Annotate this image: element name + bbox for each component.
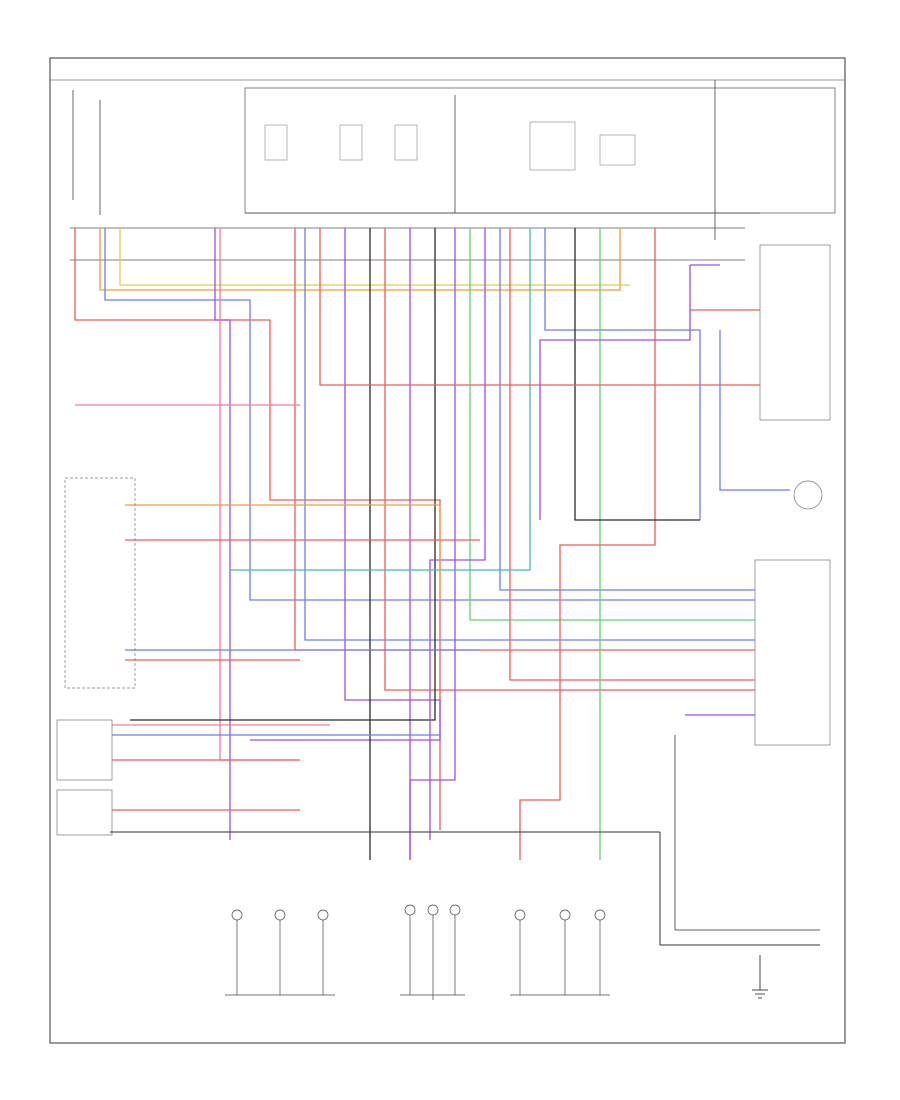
black-wire	[130, 228, 436, 721]
violet-wire	[539, 265, 691, 520]
blue-wire	[544, 228, 701, 520]
fuse-block	[244, 87, 836, 214]
diagram-frame	[49, 57, 846, 1044]
blue-wire	[304, 228, 755, 641]
ground-symbol	[752, 955, 768, 999]
green-wire	[469, 228, 755, 621]
lamp-group-2	[400, 904, 465, 1000]
lamp-group-1	[225, 909, 335, 996]
violet-wire	[409, 228, 456, 860]
wire-group	[74, 228, 790, 860]
instrument-panel-gauge	[793, 480, 823, 510]
violet-wire	[214, 228, 231, 840]
right-switch-upper	[759, 244, 831, 421]
red-wire	[519, 228, 656, 860]
red-wire	[509, 228, 755, 681]
lamp-group-3	[510, 909, 610, 996]
red-wire	[319, 228, 760, 386]
red-wire	[294, 228, 755, 651]
connector-row	[70, 227, 745, 261]
light-sensor	[56, 719, 113, 781]
relay-2	[339, 124, 363, 161]
relay-4	[529, 121, 576, 171]
violet-wire	[429, 228, 486, 840]
right-switch-mid	[754, 559, 831, 746]
relay-5	[599, 134, 636, 166]
relay-1	[264, 124, 288, 161]
blue-wire	[499, 228, 755, 591]
orange-wire	[99, 228, 621, 291]
orange-wire	[125, 504, 441, 600]
relay-3	[394, 124, 418, 161]
pink-wire	[219, 228, 300, 761]
teal-wire	[230, 228, 531, 571]
blue-wire	[719, 330, 790, 491]
black-wire	[574, 228, 700, 521]
park-position-sensor	[56, 789, 113, 836]
left-switch-assembly	[64, 477, 136, 689]
red-wire	[384, 228, 755, 691]
yellow-wire	[119, 228, 630, 286]
violet-wire	[250, 228, 441, 741]
blue-wire	[104, 228, 755, 601]
